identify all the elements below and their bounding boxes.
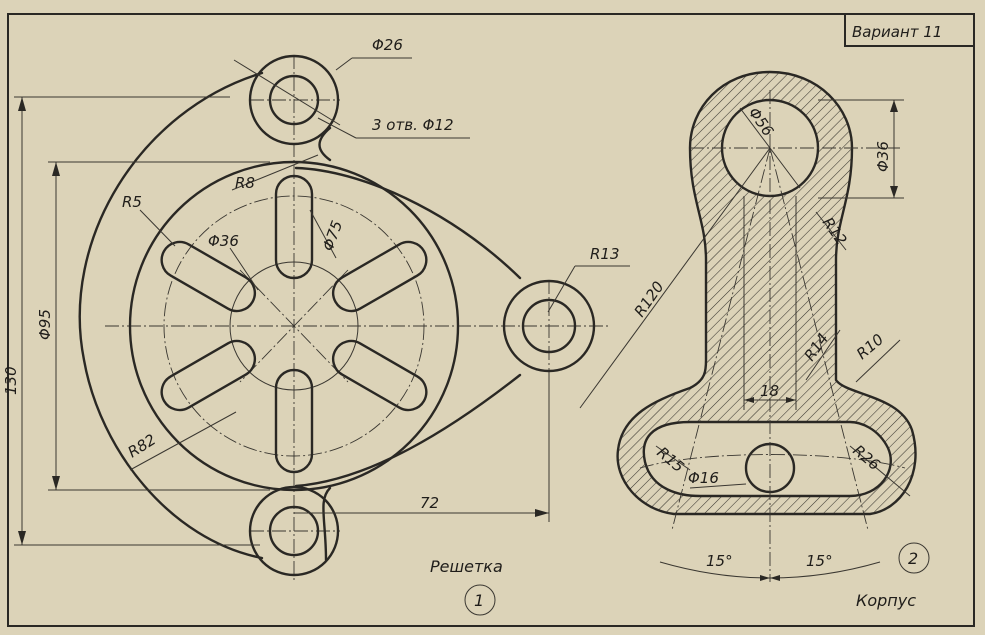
slot-upper-left: [160, 240, 257, 313]
top-lug-hole: [268, 74, 320, 126]
slot-upper-right: [331, 240, 428, 313]
right-lug-hole: [521, 298, 577, 354]
right-lug-outer: [502, 279, 596, 373]
variant-label: Вариант 11: [852, 23, 942, 41]
dim-130: 130: [2, 366, 20, 395]
dim-angle-right: 15°: [806, 552, 833, 570]
part1-name: Решетка: [430, 557, 503, 576]
dim-d16: Φ16: [688, 469, 719, 487]
dim-d26: Φ26: [372, 36, 403, 54]
slots: [160, 174, 428, 474]
part-grate: 130 Φ95 72 Φ26 3 отв. Φ12 R8 R5 Φ36: [2, 36, 630, 616]
part-housing: Φ56 Φ36 R12 R120 R14 R10 18 R15 Φ16: [579, 70, 930, 610]
main-disc: [128, 160, 460, 492]
part2-number-circle: [898, 542, 930, 574]
dim-holes: 3 отв. Φ12: [372, 116, 454, 134]
dim-r8: R8: [235, 174, 255, 192]
slot-bottom: [274, 368, 314, 474]
dim-18: 18: [760, 382, 779, 400]
dim-r5: R5: [122, 193, 142, 211]
variant-box: [844, 13, 975, 47]
dim-d95: Φ95: [36, 309, 54, 340]
part2-number: 2: [908, 549, 918, 568]
dim-r10: R10: [853, 330, 887, 363]
dim-72: 72: [420, 494, 439, 512]
bottom-lug-hole: [268, 505, 320, 557]
bottom-lug-outer: [248, 485, 340, 577]
part1-number-circle: [464, 584, 496, 616]
slot-lower-left: [160, 339, 257, 412]
part2-name: Корпус: [856, 591, 916, 610]
dim-d56: Φ56: [745, 104, 777, 140]
inner-circle: [229, 261, 359, 391]
dim-d75: Φ75: [319, 218, 346, 253]
sheet-frame: Вариант 11: [7, 13, 975, 627]
dim-angle-left: 15°: [706, 552, 733, 570]
dim-d36-housing: Φ36: [874, 141, 892, 172]
bolt-circle: [163, 195, 425, 457]
dim-d36: Φ36: [208, 232, 239, 250]
part1-number: 1: [474, 591, 484, 610]
slot-top: [274, 174, 314, 280]
dim-r120: R120: [631, 278, 668, 320]
slot-lower-right: [331, 339, 428, 412]
grate-outer-contour: [78, 71, 522, 562]
top-lug-outer: [248, 54, 340, 146]
dim-r13: R13: [590, 245, 620, 263]
